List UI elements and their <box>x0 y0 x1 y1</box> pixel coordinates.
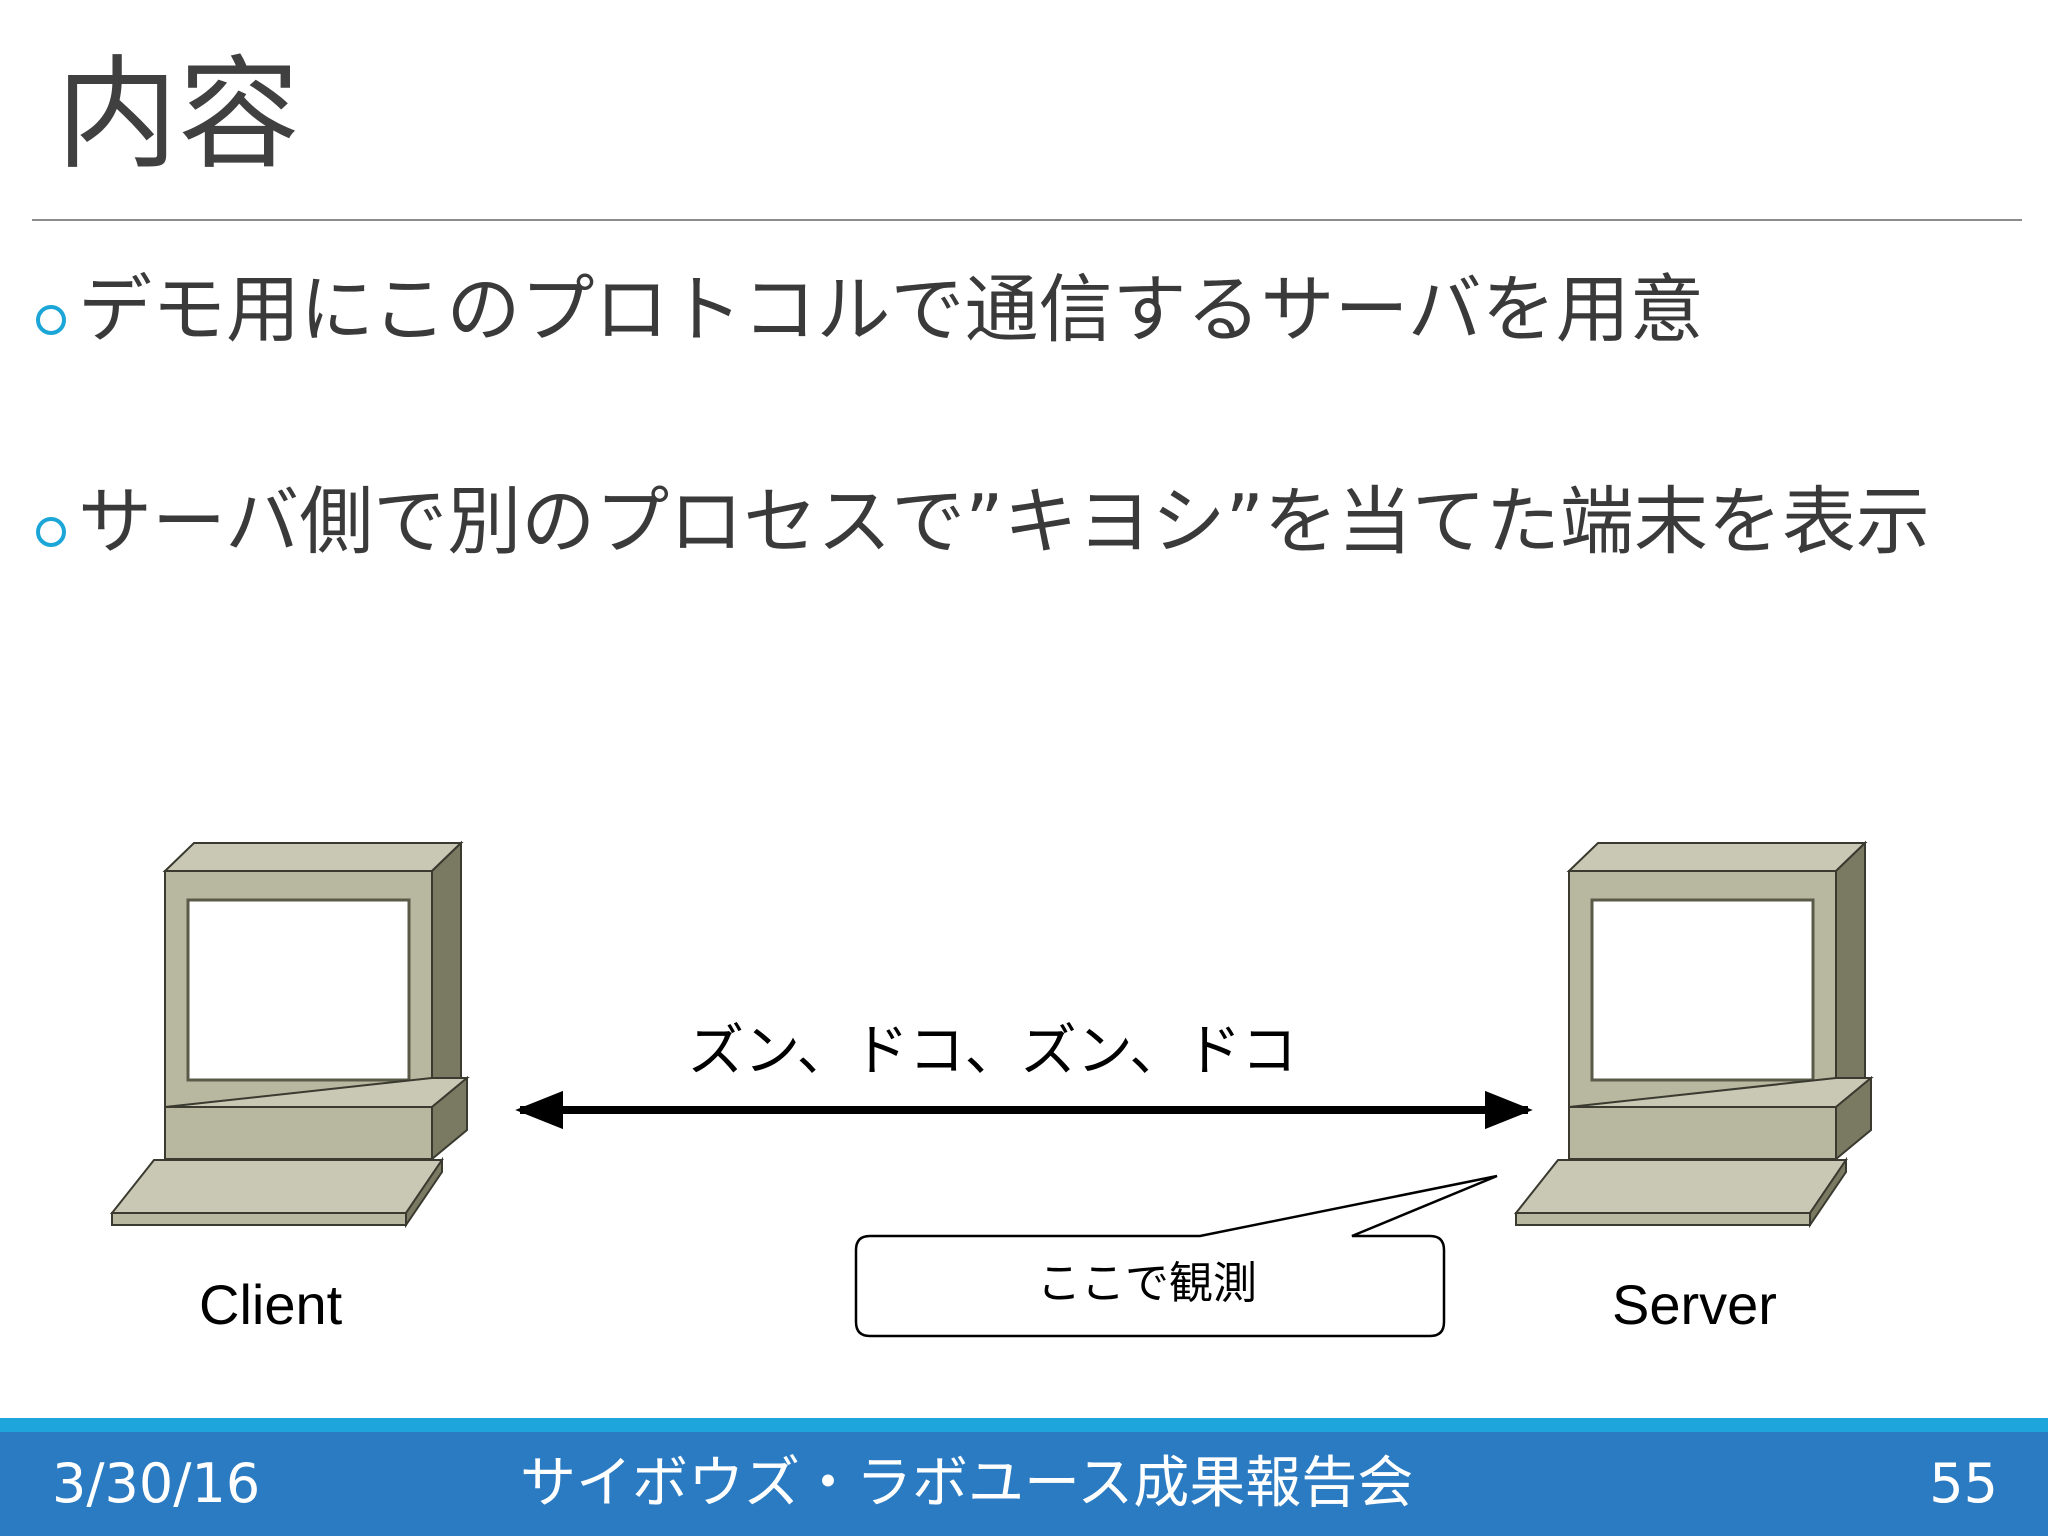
callout-bubble <box>854 1174 1498 1338</box>
slide-title: 内容 <box>56 44 300 186</box>
callout-text: ここで観測 <box>1037 1258 1257 1309</box>
footer-title: サイボウズ・ラボユース成果報告会 <box>520 1451 1414 1516</box>
page-number: 55 <box>1929 1452 1998 1515</box>
circle-bullet-icon <box>36 305 66 335</box>
title-divider <box>32 219 2022 221</box>
footer-bar: 3/30/16 サイボウズ・ラボユース成果報告会 55 <box>0 1418 2048 1536</box>
footer-date: 3/30/16 <box>52 1452 261 1515</box>
circle-bullet-icon <box>36 517 66 547</box>
client-computer-icon <box>109 840 470 1229</box>
bullet-text: サーバ側で別のプロセスで”キヨシ”を当てた端末を表示 <box>78 479 1930 565</box>
network-diagram: ズン、ドコ、ズン、ドコ ここで観測 Client Server <box>109 840 1874 1338</box>
bullet-item: デモ用にこのプロトコルで通信するサーバを用意 <box>36 250 1704 370</box>
server-label: Server <box>1612 1273 1777 1336</box>
server-computer-icon <box>1513 840 1874 1229</box>
bullet-item: サーバ側で別のプロセスで”キヨシ”を当てた端末を表示 <box>36 462 1930 582</box>
bullet-text: デモ用にこのプロトコルで通信するサーバを用意 <box>78 267 1704 353</box>
message-label: ズン、ドコ、ズン、ドコ <box>688 1019 1297 1084</box>
client-label: Client <box>199 1273 343 1336</box>
